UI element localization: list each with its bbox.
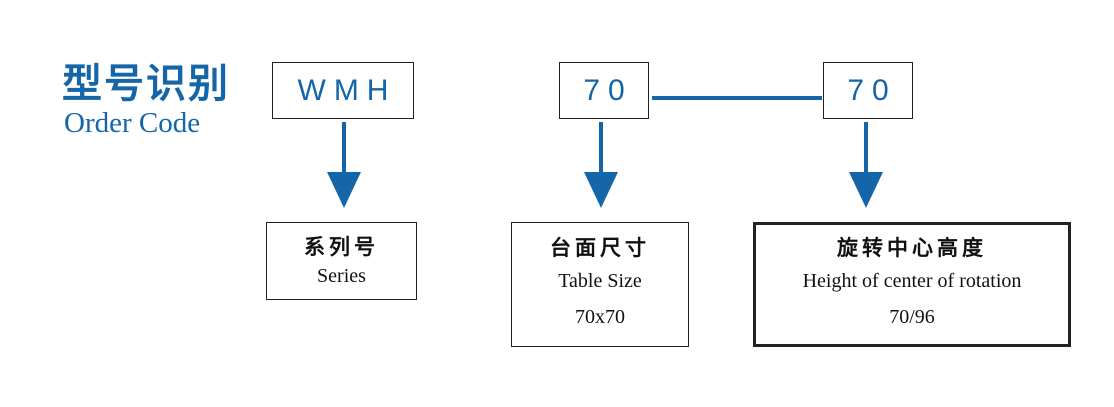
code-text-height: 70 — [847, 73, 897, 107]
code-text-series: WMH — [297, 73, 397, 107]
arrow-down-icon — [849, 172, 883, 208]
table-size-label-english: Table Size — [558, 270, 642, 292]
table-size-value: 70x70 — [575, 306, 625, 328]
code-text-table-size: 70 — [583, 73, 633, 107]
description-box-table-size: 台面尺寸 Table Size 70x70 — [511, 222, 689, 347]
order-code-title-chinese: 型号识别 — [62, 61, 230, 107]
code-box-series: WMH — [272, 62, 414, 119]
description-box-series: 系列号 Series — [266, 222, 417, 300]
height-label-english: Height of center of rotation — [802, 270, 1022, 292]
arrow-down-icon — [584, 172, 618, 208]
description-box-height: 旋转中心高度 Height of center of rotation 70/9… — [753, 222, 1071, 347]
order-code-title-english: Order Code — [64, 107, 201, 139]
code-box-table-size: 70 — [559, 62, 649, 119]
height-value: 70/96 — [889, 306, 935, 328]
arrow-down-icon — [327, 172, 361, 208]
series-label-chinese: 系列号 — [304, 235, 379, 259]
series-label-english: Series — [317, 265, 366, 287]
code-box-height: 70 — [823, 62, 913, 119]
table-size-label-chinese: 台面尺寸 — [550, 236, 650, 260]
height-label-chinese: 旋转中心高度 — [837, 236, 987, 260]
